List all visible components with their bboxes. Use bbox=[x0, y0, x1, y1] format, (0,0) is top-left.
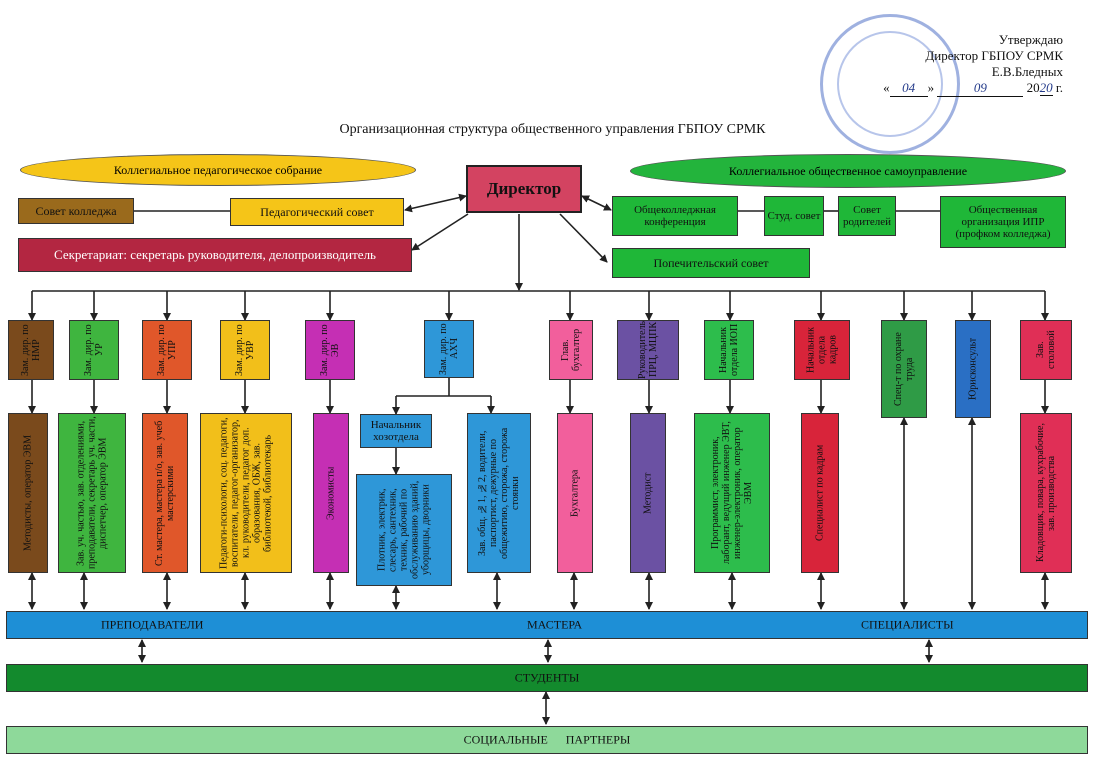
household-workers: Плотник, электрик, слесарь, сантехник, т… bbox=[356, 474, 452, 586]
pedagogic-council-box: Педагогический совет bbox=[230, 198, 404, 226]
approval-day: 04 bbox=[889, 80, 928, 97]
approval-date: «04» 09 2020 г. bbox=[883, 80, 1063, 97]
band-partners-label: СОЦИАЛЬНЫЕ ПАРТНЕРЫ bbox=[463, 732, 631, 747]
sub-it-staff: Программист, электроник, лаборант, ведущ… bbox=[694, 413, 770, 573]
parents-council-box: Совет родителей bbox=[838, 196, 896, 236]
band-specialists: СПЕЦИАЛИСТЫ bbox=[861, 617, 954, 632]
safety-specialist: Спец-т по охране труда bbox=[881, 320, 927, 418]
band-teachers: ПРЕПОДАВАТЕЛИ bbox=[101, 617, 204, 632]
deputy-ev: Зам. дир. по ЭВ bbox=[305, 320, 355, 380]
chief-accountant: Глав. бухгалтер bbox=[549, 320, 593, 380]
sub-masters: Ст. мастера, мастера п/о, зав. учеб маст… bbox=[142, 413, 188, 573]
band-students-label: СТУДЕНТЫ bbox=[514, 670, 580, 685]
approval-line3: Е.В.Бледных bbox=[991, 64, 1063, 79]
official-seal bbox=[820, 14, 960, 154]
sub-economists: Экономисты bbox=[313, 413, 349, 573]
deputy-upr: Зам. дир. по УПР bbox=[142, 320, 192, 380]
approval-year: 20 bbox=[1039, 80, 1053, 96]
director-box: Директор bbox=[466, 165, 582, 213]
approval-month: 09 bbox=[937, 80, 1024, 97]
student-council-box: Студ. совет bbox=[764, 196, 824, 236]
head-iop: Начальник отдела ИОП bbox=[704, 320, 754, 380]
sub-educators: Педагоги-психологи, соц. педагоги, воспи… bbox=[200, 413, 292, 573]
sub-ur-staff: Зав. уч. частью, зав. отделениями, препо… bbox=[58, 413, 126, 573]
trustees-board-box: Попечительский совет bbox=[612, 248, 810, 278]
legal-adviser: Юрисконсульт bbox=[955, 320, 991, 418]
band-masters: МАСТЕРА bbox=[527, 617, 583, 632]
deputy-nmr: Зам. дир. по НМР bbox=[8, 320, 54, 380]
deputy-ahch: Зам. дир. по АХЧ bbox=[424, 320, 474, 378]
ellipse-public-self-government: Коллегиальное общественное самоуправлени… bbox=[630, 154, 1066, 188]
sub-methodists: Методисты, оператор ЭВМ bbox=[8, 413, 48, 573]
canteen-head: Зав. столовой bbox=[1020, 320, 1072, 380]
band-staff: ПРЕПОДАВАТЕЛИ МАСТЕРА СПЕЦИАЛИСТЫ bbox=[6, 611, 1088, 639]
head-hr: Начальник отдела кадров bbox=[794, 320, 850, 380]
approval-line1: Утверждаю bbox=[998, 32, 1063, 47]
deputy-ur: Зам. дир. по УР bbox=[69, 320, 119, 380]
household-head: Начальник хозотдела bbox=[360, 414, 432, 448]
public-organization-box: Общественная организация ИПР (профком ко… bbox=[940, 196, 1066, 248]
college-council-box: Совет колледжа bbox=[18, 198, 134, 224]
sub-methodist: Методист bbox=[630, 413, 666, 573]
sub-kitchen-staff: Кладовщик, повара, кухрабочие, зав. прои… bbox=[1020, 413, 1072, 573]
approval-line2: Директор ГБПОУ СРМК bbox=[925, 48, 1063, 63]
secretariat-box: Секретариат: секретарь руководителя, дел… bbox=[18, 238, 412, 272]
approval-block: Утверждаю Директор ГБПОУ СРМК Е.В.Бледны… bbox=[883, 32, 1063, 97]
page-title: Организационная структура общественного … bbox=[339, 122, 766, 137]
sub-accountants: Бухгалтера bbox=[557, 413, 593, 573]
band-students: СТУДЕНТЫ bbox=[6, 664, 1088, 692]
dormitory-staff: Зав. общ. №1, №2, водители, паспортист, … bbox=[467, 413, 531, 573]
deputy-uvr: Зам. дир. по УВР bbox=[220, 320, 270, 380]
head-prc: Руководитель ПРЦ, МЦПК bbox=[617, 320, 679, 380]
sub-hr-specialist: Специалист по кадрам bbox=[801, 413, 839, 573]
band-partners: СОЦИАЛЬНЫЕ ПАРТНЕРЫ bbox=[6, 726, 1088, 754]
conference-box: Общеколледжная конференция bbox=[612, 196, 738, 236]
ellipse-pedagogic-assembly: Коллегиальное педагогическое собрание bbox=[20, 154, 416, 186]
